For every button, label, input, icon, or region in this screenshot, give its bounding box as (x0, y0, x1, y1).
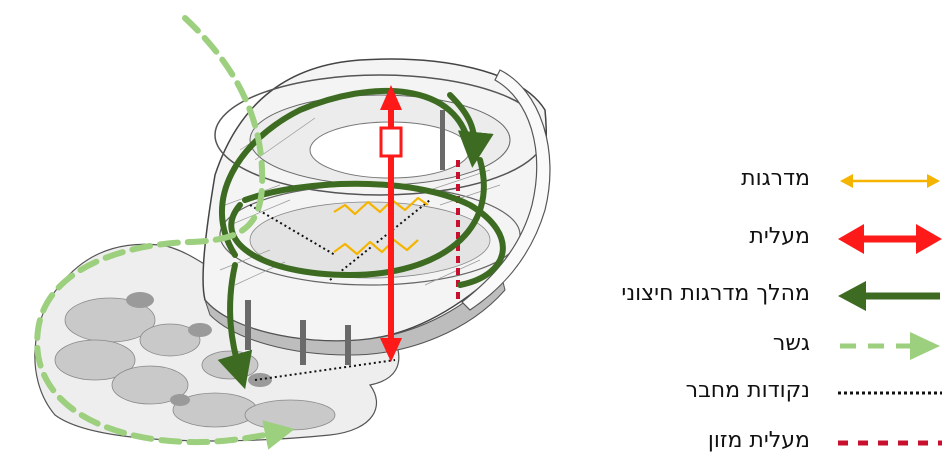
legend-label-elevator: מעלית (749, 224, 810, 249)
legend-symbols (838, 174, 942, 443)
legend-bridge-symbol (840, 332, 940, 360)
legend-label-stairs: מדרגות (741, 166, 810, 191)
legend-label-connector-points: נקודות מחבר (686, 378, 810, 403)
elevator-cab (381, 128, 401, 156)
legend-label-freight-elevator: מעלית מזון (708, 428, 810, 453)
legend-elevator-symbol (838, 224, 942, 254)
legend-outer-path-symbol (838, 281, 940, 311)
legend-label-bridge: גשר (773, 331, 810, 356)
legend-stairs-symbol (840, 174, 940, 188)
legend-label-outer-stair-path: מהלך מדרגות חיצוני (621, 281, 810, 306)
